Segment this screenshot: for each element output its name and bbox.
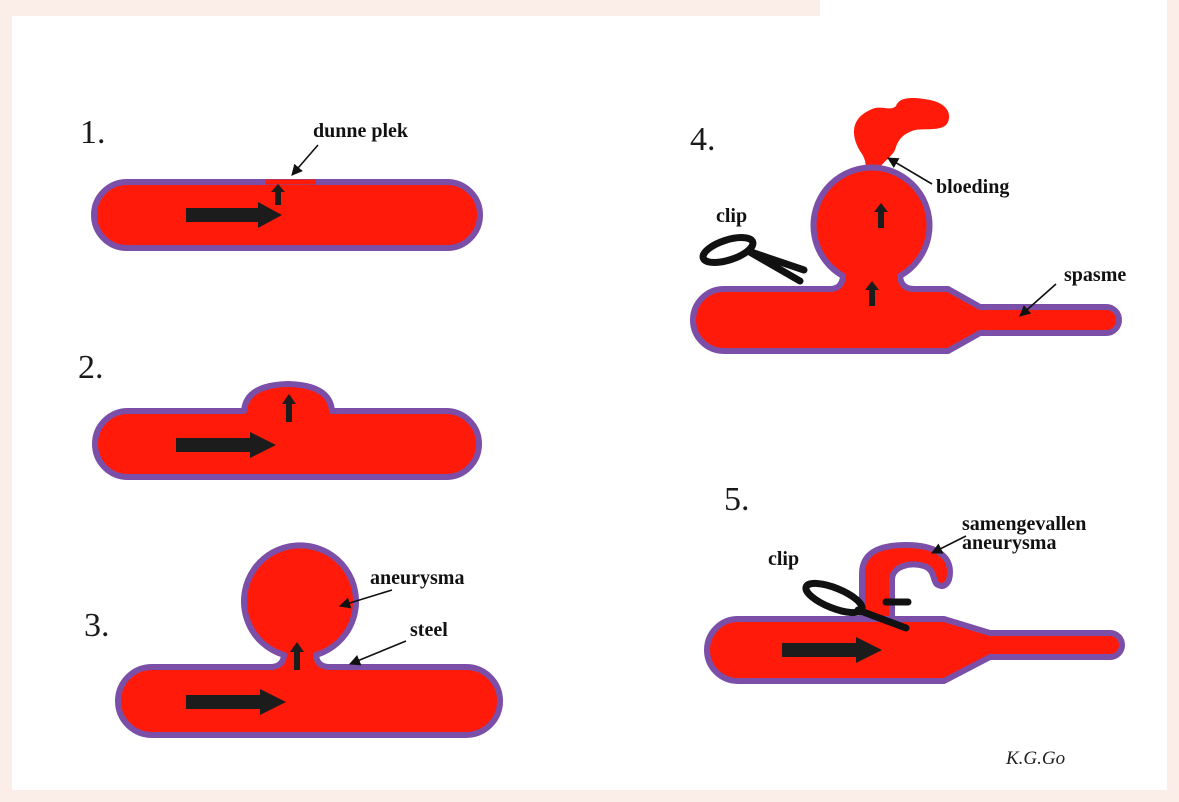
step-1-number: 1. xyxy=(80,114,106,151)
label-steel: steel xyxy=(410,619,448,641)
page-border-left xyxy=(0,0,12,802)
step-5-number: 5. xyxy=(724,481,750,518)
step-3-number: 3. xyxy=(84,607,110,644)
label-dunne-plek: dunne plek xyxy=(313,120,409,142)
label-aneurysma: aneurysma xyxy=(370,567,464,589)
label-spasme: spasme xyxy=(1064,264,1126,286)
step-1-vessel xyxy=(94,182,480,248)
author-signature: K.G.Go xyxy=(1005,748,1065,769)
label-aneurysma-5: aneurysma xyxy=(962,532,1056,554)
step-2-number: 2. xyxy=(78,349,104,386)
step-4-number: 4. xyxy=(690,121,716,158)
label-clip-5: clip xyxy=(768,548,799,570)
label-clip-4: clip xyxy=(716,205,747,227)
page-border-right xyxy=(1167,0,1179,802)
page-border-top xyxy=(0,0,820,16)
label-bloeding: bloeding xyxy=(936,176,1009,198)
page-border-bottom xyxy=(0,790,1179,802)
